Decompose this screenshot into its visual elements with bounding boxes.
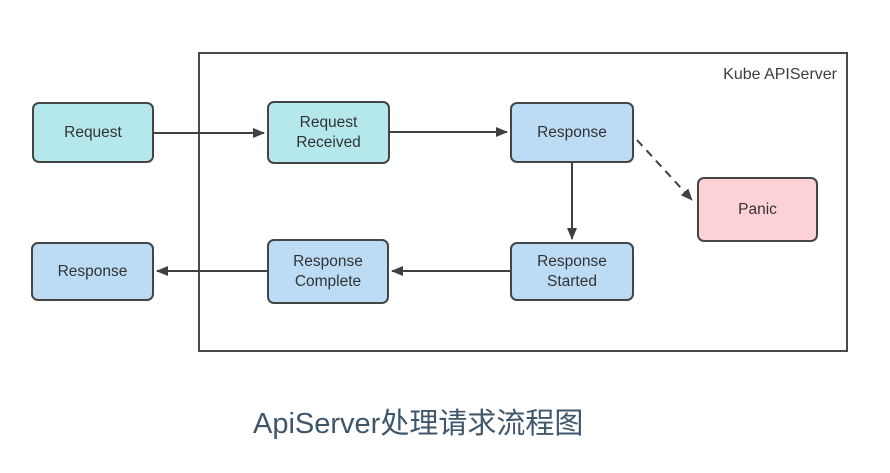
node-response-started: Response Started: [510, 242, 634, 301]
kube-apiserver-boundary: Kube APIServer: [198, 52, 848, 352]
node-request: Request: [32, 102, 154, 163]
node-response-complete: Response Complete: [267, 239, 389, 304]
node-panic: Panic: [697, 177, 818, 242]
diagram-title: ApiServer处理请求流程图: [253, 408, 584, 440]
node-response-outgoing: Response: [31, 242, 154, 301]
node-response: Response: [510, 102, 634, 163]
arrow-response-to-panic-dashed: [636, 139, 693, 201]
kube-apiserver-label: Kube APIServer: [723, 66, 837, 83]
node-request-received: Request Received: [267, 101, 390, 164]
